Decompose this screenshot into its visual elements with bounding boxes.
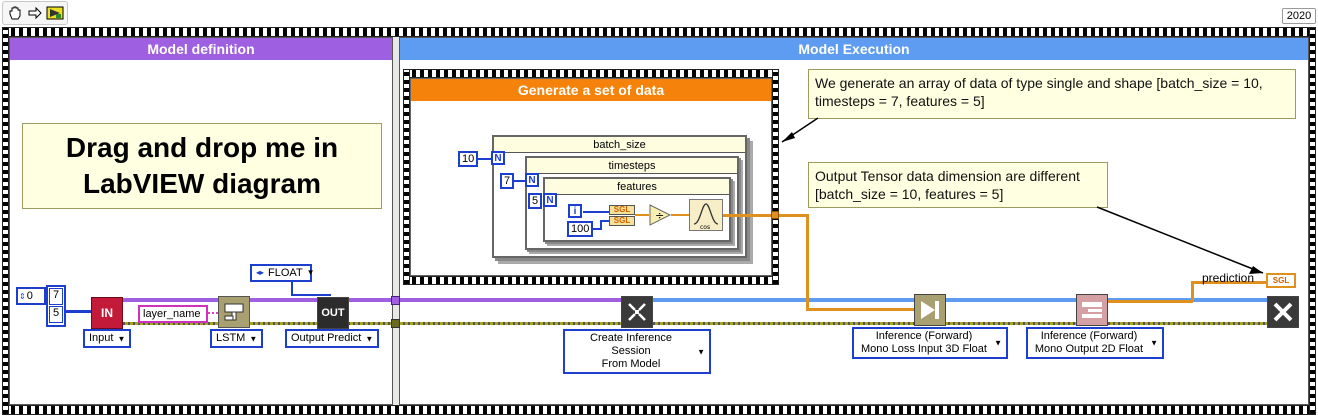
layer-name-constant[interactable]: layer_name xyxy=(138,305,208,323)
error-wire xyxy=(120,322,1270,325)
chevron-down-icon: ▼ xyxy=(697,347,705,356)
note-arrow-to-loops xyxy=(781,117,819,143)
inference-forward-icon xyxy=(921,301,939,319)
batch-size-count-terminal: N xyxy=(491,151,505,165)
session-wire xyxy=(652,298,1267,302)
toolbar: 2020 xyxy=(0,0,1318,28)
chevron-down-icon: ▼ xyxy=(249,334,258,343)
features-count-terminal: N xyxy=(543,193,557,207)
sequence-tunnel xyxy=(771,211,779,219)
model-definition-frame: Model definition xyxy=(9,37,393,405)
sequence-frame-divider xyxy=(393,37,399,405)
inference-2d-selector[interactable]: Inference (Forward) Mono Output 2D Float… xyxy=(1026,327,1164,359)
loop-label-features: features xyxy=(545,179,729,195)
inference-3d-vi[interactable] xyxy=(914,294,946,326)
error-tunnel xyxy=(391,319,400,328)
cosine-icon: cos xyxy=(689,199,723,231)
inference-2d-vi[interactable] xyxy=(1076,294,1108,326)
version-label: 2020 xyxy=(1282,8,1316,24)
model-wire xyxy=(120,298,622,302)
inner-sequence-bottom-border xyxy=(403,276,779,285)
divide-icon: ÷ xyxy=(649,204,672,226)
hand-icon[interactable] xyxy=(6,4,24,22)
float-type-ring[interactable]: ◂▸ FLOAT ▼ xyxy=(250,264,315,282)
lstm-icon xyxy=(224,303,244,321)
svg-text:cos: cos xyxy=(700,224,710,230)
create-session-vi[interactable] xyxy=(621,296,653,328)
chevron-down-icon: ▼ xyxy=(117,334,126,343)
output-predict-selector[interactable]: Output Predict▼ xyxy=(285,329,380,348)
run-highlight-icon[interactable] xyxy=(46,4,64,22)
loop-label-batch-size: batch_size xyxy=(494,137,745,153)
inner-sequence-top-border xyxy=(403,69,779,78)
spin-icon[interactable]: ⇕ xyxy=(19,291,26,301)
features-constant[interactable]: 5 xyxy=(528,193,543,209)
inference-3d-selector[interactable]: Inference (Forward) Mono Loss Input 3D F… xyxy=(852,327,1008,359)
model-definition-title: Model definition xyxy=(10,38,392,60)
input-selector[interactable]: Input▼ xyxy=(83,329,132,348)
lstm-selector[interactable]: LSTM▼ xyxy=(210,329,264,348)
chevron-down-icon: ▼ xyxy=(1150,338,1158,348)
chevron-down-icon: ▼ xyxy=(994,338,1002,348)
inner-sequence-right-border xyxy=(772,69,779,285)
timesteps-constant[interactable]: 7 xyxy=(500,173,515,189)
sequence-left-border xyxy=(2,27,9,415)
lstm-vi[interactable] xyxy=(218,296,250,328)
chevron-down-icon: ▼ xyxy=(306,268,315,277)
output-note-line2: [batch_size = 10, features = 5] xyxy=(815,186,1004,202)
model-tunnel xyxy=(391,296,400,305)
close-session-icon xyxy=(1273,302,1293,322)
arrow-icon[interactable] xyxy=(26,4,44,22)
svg-text:÷: ÷ xyxy=(655,209,664,222)
prediction-label: prediction xyxy=(1202,271,1255,285)
close-session-vi[interactable] xyxy=(1267,296,1299,328)
array-constant[interactable]: 7 5 xyxy=(46,285,66,327)
output-predict-vi[interactable]: OUT xyxy=(317,297,349,329)
note-arrow-to-prediction xyxy=(1096,206,1264,274)
iteration-terminal: i xyxy=(568,204,582,218)
sequence-bottom-border xyxy=(2,405,1316,415)
inner-sequence-left-border xyxy=(403,69,410,285)
model-execution-title: Model Execution xyxy=(400,38,1308,60)
input-vi[interactable]: IN xyxy=(91,297,123,329)
drag-drop-note: Drag and drop me in LabVIEW diagram xyxy=(22,123,382,209)
array-element-0[interactable]: 7 xyxy=(49,288,63,305)
chevron-down-icon: ▼ xyxy=(365,334,374,343)
divisor-constant[interactable]: 100 xyxy=(567,221,594,237)
inference-output-icon xyxy=(1082,302,1102,318)
prediction-indicator[interactable]: SGL xyxy=(1266,273,1296,288)
ring-arrows-icon: ◂▸ xyxy=(256,268,265,277)
output-note-line1: Output Tensor data dimension are differe… xyxy=(815,168,1080,184)
sgl-convert-upper: SGL xyxy=(609,205,635,215)
output-dimension-note: Output Tensor data dimension are differe… xyxy=(808,162,1108,208)
sequence-right-border xyxy=(1309,27,1316,415)
array-shape-note: We generate an array of data of type sin… xyxy=(808,69,1296,119)
array-element-1[interactable]: 5 xyxy=(49,306,63,323)
sequence-top-border xyxy=(2,27,1316,37)
generate-data-title: Generate a set of data xyxy=(411,79,771,101)
create-session-selector[interactable]: Create Inference Session From Model ▼ xyxy=(563,329,711,374)
data-wire xyxy=(806,308,916,311)
timesteps-count-terminal: N xyxy=(525,173,539,187)
sgl-convert-lower: SGL xyxy=(609,216,635,226)
batch-size-constant[interactable]: 10 xyxy=(458,151,479,167)
loop-label-timesteps: timesteps xyxy=(527,158,737,174)
array-index-display[interactable]: ⇕ 0 xyxy=(16,287,46,305)
create-session-icon xyxy=(628,303,646,321)
